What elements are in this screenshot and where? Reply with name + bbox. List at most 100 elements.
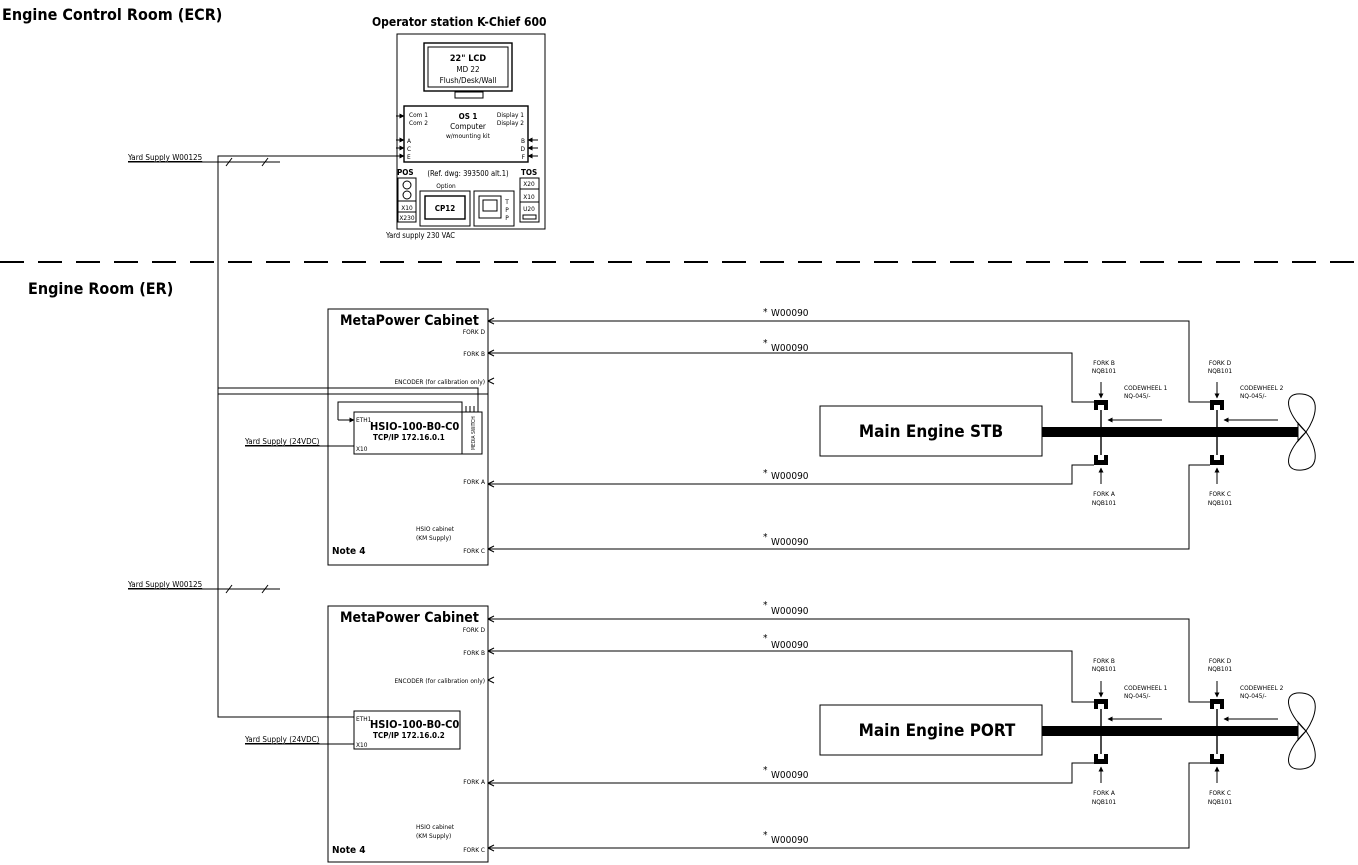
- com-2-label: Com 2: [409, 119, 428, 127]
- fork-a-lbl-1-stb: FORK A: [1093, 490, 1115, 498]
- fork-a-lbl-1-port: FORK A: [1093, 789, 1115, 797]
- cp12-label: CP12: [435, 204, 456, 213]
- cabinet-title-port: MetaPower Cabinet: [340, 610, 479, 626]
- cab-fork-d-port: FORK D: [463, 626, 486, 634]
- hsio-cabinet-2-port: (KM Supply): [416, 832, 451, 840]
- module-eth-port: ETH1: [356, 715, 372, 723]
- tos-u20: U20: [523, 205, 535, 213]
- cp12-panel: CP12: [419, 190, 471, 227]
- fork-sensors-stb: [1094, 382, 1278, 484]
- cw2-lbl-1-port: CODEWHEEL 2: [1240, 684, 1284, 692]
- cable-fork-a-port: [488, 762, 1094, 784]
- hsio-cabinet-2-stb: (KM Supply): [416, 534, 451, 542]
- cw1-lbl-2-port: NQ-045/-: [1124, 692, 1151, 700]
- module-x10-stb: X10: [356, 445, 368, 453]
- operator-station-title: Operator station K-Chief 600: [372, 15, 547, 29]
- shaft-port: [1042, 726, 1298, 736]
- cable-c-id-stb: W00090: [771, 537, 809, 548]
- port-b-label: B: [521, 137, 525, 145]
- cable-b-star-port: *: [763, 633, 768, 644]
- engine-port-group: MetaPower Cabinet FORK D FORK B ENCODER …: [244, 600, 1316, 863]
- port-a-label: A: [407, 137, 411, 145]
- cab-fork-c-stb: FORK C: [463, 547, 485, 555]
- fork-c-lbl-1-port: FORK C: [1209, 789, 1231, 797]
- pos-unit: POS X10 X230: [397, 168, 417, 223]
- cab-encoder-stb: ENCODER (for calibration only): [394, 378, 485, 386]
- hsio-cabinet-1-port: HSIO cabinet: [416, 823, 455, 831]
- os-line-2: Computer: [450, 122, 486, 131]
- cable-a-star-stb: *: [763, 468, 768, 479]
- tos-label: TOS: [521, 168, 537, 177]
- module-name-stb: HSIO-100-B0-C0: [370, 420, 459, 433]
- propeller-stb: [1288, 393, 1316, 471]
- tpp-p2: P: [505, 214, 509, 222]
- port-f-label: F: [522, 153, 526, 161]
- fork-d-lbl-1-stb: FORK D: [1209, 359, 1232, 367]
- cable-b-star-stb: *: [763, 338, 768, 349]
- metapower-cabinet-stb: [327, 308, 489, 566]
- port-d-label: D: [520, 145, 525, 153]
- cable-b-id-stb: W00090: [771, 343, 809, 354]
- tos-x20: X20: [523, 180, 535, 188]
- cable-fork-b-stb: [488, 352, 1094, 403]
- module-x10-port: X10: [356, 741, 368, 749]
- fork-a-lbl-2-stb: NQB101: [1092, 499, 1116, 507]
- cw2-lbl-2-port: NQ-045/-: [1240, 692, 1267, 700]
- lcd-monitor: 22" LCD MD 22 Flush/Desk/Wall: [423, 42, 513, 99]
- module-name-port: HSIO-100-B0-C0: [370, 718, 459, 731]
- main-engine-port-label: Main Engine PORT: [859, 721, 1016, 741]
- cable-d-star-port: *: [763, 600, 768, 611]
- cabinet-title-stb: MetaPower Cabinet: [340, 313, 479, 329]
- fork-b-lbl-1-port: FORK B: [1093, 657, 1115, 665]
- fork-b-lbl-2-stb: NQB101: [1092, 367, 1116, 375]
- ecr-network-cable-2: [217, 388, 354, 718]
- operator-station-box: [396, 33, 546, 230]
- yard-24-stb: Yard Supply (24VDC): [244, 437, 320, 446]
- yard-supply-mid-label: Yard Supply W00125: [127, 580, 202, 589]
- cable-d-id-port: W00090: [771, 606, 809, 617]
- fork-d-lbl-1-port: FORK D: [1209, 657, 1232, 665]
- tpp-t: T: [504, 198, 509, 206]
- fork-sensors-port: [1094, 681, 1278, 783]
- cable-c-star-stb: *: [763, 532, 768, 543]
- cable-fork-c-stb: [488, 464, 1210, 550]
- er-title: Engine Room (ER): [28, 279, 173, 298]
- pos-x230: X230: [399, 214, 414, 222]
- module-ip-stb: TCP/IP 172.16.0.1: [373, 433, 445, 442]
- port-e-label: E: [407, 153, 411, 161]
- ref-dwg: (Ref. dwg: 393500 alt.1): [427, 169, 509, 178]
- cable-c-id-port: W00090: [771, 835, 809, 846]
- display-1-label: Display 1: [497, 111, 524, 119]
- main-engine-stb-label: Main Engine STB: [859, 422, 1003, 442]
- os-line-1: OS 1: [459, 112, 478, 121]
- com-1-label: Com 1: [409, 111, 428, 119]
- os-computer: Com 1 Com 2 Display 1 Display 2 OS 1 Com…: [396, 105, 538, 163]
- fork-c-lbl-2-port: NQB101: [1208, 798, 1232, 806]
- note-4-port: Note 4: [332, 845, 366, 856]
- cable-a-id-port: W00090: [771, 770, 809, 781]
- cable-fork-d-stb: [488, 320, 1210, 403]
- display-2-label: Display 2: [497, 119, 524, 127]
- tos-unit: TOS X20 X10 U20: [519, 168, 540, 223]
- cable-fork-c-port: [488, 762, 1210, 849]
- fork-c-lbl-2-stb: NQB101: [1208, 499, 1232, 507]
- fork-d-lbl-2-port: NQB101: [1208, 665, 1232, 673]
- port-c-label: C: [407, 145, 411, 153]
- cable-fork-d-port: [488, 618, 1210, 703]
- cab-fork-a-stb: FORK A: [463, 478, 485, 486]
- lcd-line-2: MD 22: [456, 65, 479, 74]
- module-ip-port: TCP/IP 172.16.0.2: [373, 731, 445, 740]
- fork-d-lbl-2-stb: NQB101: [1208, 367, 1232, 375]
- ecr-network-cable-1: [217, 155, 479, 412]
- cab-fork-b-stb: FORK B: [463, 350, 485, 358]
- propeller-port: [1288, 692, 1316, 770]
- cw2-lbl-2-stb: NQ-045/-: [1240, 392, 1267, 400]
- cable-c-star-port: *: [763, 830, 768, 841]
- fork-b-lbl-2-port: NQB101: [1092, 665, 1116, 673]
- cab-encoder-port: ENCODER (for calibration only): [394, 677, 485, 685]
- pos-label: POS: [397, 168, 414, 177]
- pos-x10: X10: [401, 204, 413, 212]
- cab-fork-b-port: FORK B: [463, 649, 485, 657]
- media-switch-stb: [461, 411, 483, 455]
